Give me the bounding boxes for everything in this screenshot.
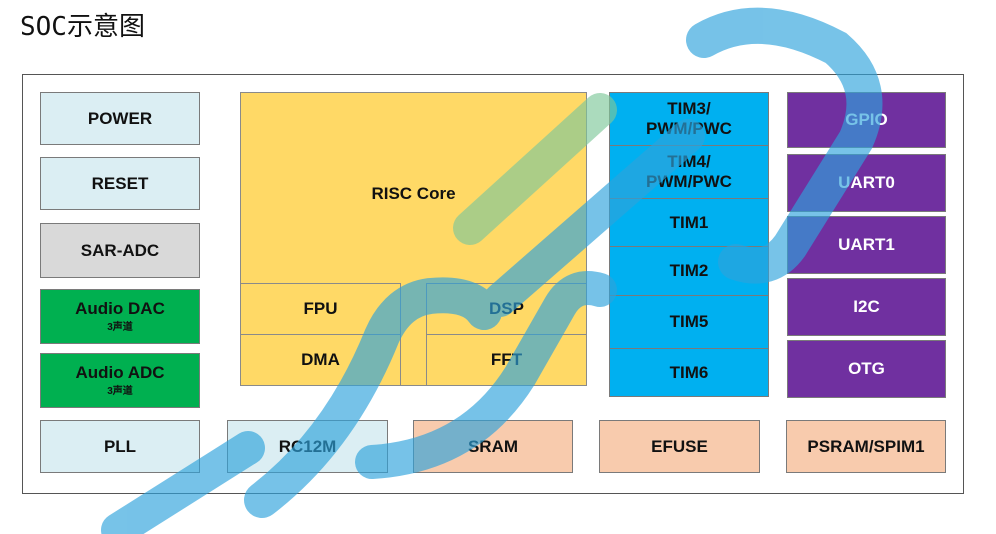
dma-label: DMA (301, 350, 340, 369)
sar-adc-label: SAR-ADC (80, 240, 160, 260)
reset-block: RESET (40, 157, 200, 210)
pll-label: PLL (103, 436, 137, 456)
psram-spim1-block: PSRAM/SPIM1 (786, 420, 946, 473)
uart0-label: UART0 (838, 173, 895, 192)
reset-label: RESET (91, 173, 149, 193)
page-title: SOC示意图 (20, 12, 145, 42)
tim1-block: TIM1 (609, 198, 769, 247)
uart1-block: UART1 (787, 216, 946, 274)
fft-label: FFT (490, 350, 523, 369)
audio-adc-block: Audio ADC 3声道 (40, 353, 200, 408)
i2c-block: I2C (787, 278, 946, 336)
tim4-label-line1: TIM4/ (667, 152, 711, 171)
audio-adc-channels: 3声道 (107, 386, 133, 397)
tim6-label: TIM6 (669, 362, 709, 382)
tim2-label: TIM2 (669, 261, 709, 280)
pll-block: PLL (40, 420, 200, 473)
tim1-label: TIM1 (669, 212, 709, 232)
rc12m-block: RC12M (227, 420, 388, 473)
efuse-label: EFUSE (651, 436, 708, 456)
rc12m-label: RC12M (278, 436, 337, 456)
tim3-block: TIM3/ PWM/PWC (609, 92, 769, 146)
sram-label: SRAM (467, 436, 519, 456)
gpio-block: GPIO (787, 92, 946, 148)
uart1-label: UART1 (838, 235, 895, 254)
power-block: POWER (40, 92, 200, 145)
fpu-block: FPU (240, 283, 401, 335)
power-label: POWER (87, 108, 153, 128)
risc-core-label: RISC Core (371, 184, 456, 203)
gpio-label: GPIO (845, 110, 888, 129)
tim6-block: TIM6 (609, 348, 769, 397)
dsp-block: DSP (426, 283, 587, 335)
psram-spim1-label: PSRAM/SPIM1 (807, 436, 925, 456)
audio-dac-channels: 3声道 (107, 322, 133, 333)
tim4-label-line2: PWM/PWC (646, 172, 732, 191)
efuse-block: EFUSE (599, 420, 760, 473)
audio-adc-label: Audio ADC (75, 363, 165, 382)
tim3-label-line2: PWM/PWC (646, 119, 732, 138)
fft-block: FFT (426, 334, 587, 386)
fpu-label: FPU (303, 299, 338, 318)
uart0-block: UART0 (787, 154, 946, 212)
dsp-label: DSP (489, 299, 524, 318)
tim5-block: TIM5 (609, 295, 769, 349)
otg-label: OTG (848, 359, 885, 378)
tim5-label: TIM5 (669, 312, 709, 331)
otg-block: OTG (787, 340, 946, 398)
audio-dac-label: Audio DAC (75, 299, 165, 318)
dma-block: DMA (240, 334, 401, 386)
tim3-label-line1: TIM3/ (667, 99, 711, 118)
sar-adc-block: SAR-ADC (40, 223, 200, 278)
audio-dac-block: Audio DAC 3声道 (40, 289, 200, 344)
tim4-block: TIM4/ PWM/PWC (609, 145, 769, 199)
sram-block: SRAM (413, 420, 573, 473)
i2c-label: I2C (853, 297, 880, 316)
tim2-block: TIM2 (609, 246, 769, 296)
